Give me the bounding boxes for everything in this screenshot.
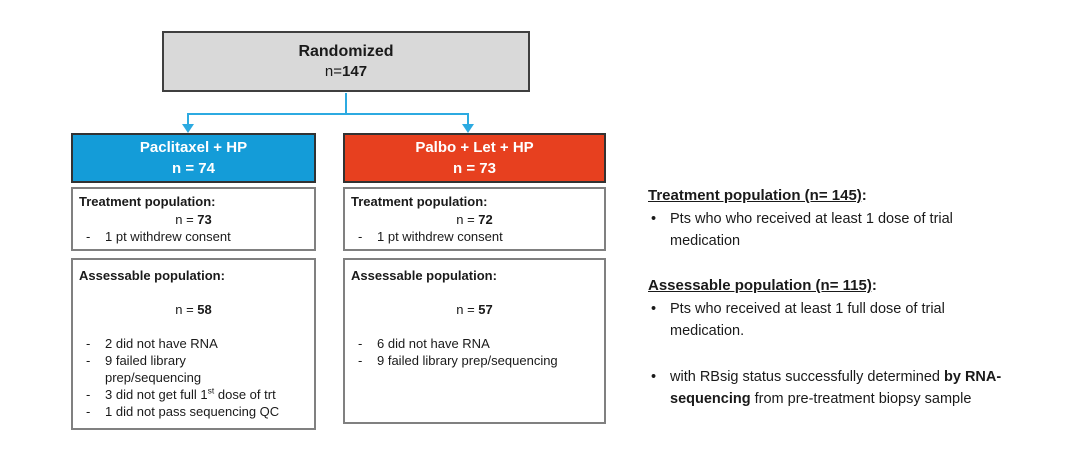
n-prefix: n = xyxy=(175,212,198,227)
treatment-items: - 1 pt withdrew consent xyxy=(351,228,598,245)
randomized-box: Randomized n=147 xyxy=(162,31,530,92)
bullet-marker: • xyxy=(651,369,657,385)
note-bullet: • with RBsig status successfully determi… xyxy=(648,366,1054,410)
list-item-text: 1 pt withdrew consent xyxy=(377,229,503,244)
note-bullet-text: Pts who who received at least 1 dose of … xyxy=(670,211,953,249)
heading-underlined-text: Assessable population (n= 115) xyxy=(648,277,872,294)
list-item: - 9 failed library prep/sequencing xyxy=(351,352,598,369)
note-text-pre: with RBsig status successfully determine… xyxy=(670,369,944,385)
dash-marker: - xyxy=(86,336,91,351)
n-value: 58 xyxy=(197,302,212,317)
item-text-post: dose of trt xyxy=(214,387,276,402)
arm-header-palbo: Palbo + Let + HP n = 73 xyxy=(343,133,606,183)
dash-marker: - xyxy=(358,336,363,351)
treatment-heading: Treatment population: xyxy=(79,194,216,209)
assessable-heading: Assessable population: xyxy=(351,268,497,283)
n-value: 72 xyxy=(478,212,493,227)
assessable-n: n = 58 xyxy=(79,301,308,318)
definitions-panel: Treatment population (n= 145): • Pts who… xyxy=(648,186,1054,410)
dash-marker: - xyxy=(86,229,91,244)
assessable-items: - 6 did not have RNA - 9 failed library … xyxy=(351,335,598,369)
list-item-text: 9 failed library prep/sequencing xyxy=(105,353,202,385)
list-item-text: 3 did not get full 1st dose of trt xyxy=(105,386,308,403)
heading-underlined-text: Treatment population (n= 145) xyxy=(648,187,862,204)
n-value: 57 xyxy=(478,302,493,317)
n-prefix: n = xyxy=(456,302,479,317)
assessable-n: n = 57 xyxy=(351,301,598,318)
connector-vertical-right xyxy=(467,113,469,126)
heading-colon: : xyxy=(871,277,877,294)
note-bullet: • Pts who received at least 1 full dose … xyxy=(648,298,1054,342)
connector-vertical-left xyxy=(187,113,189,126)
dash-marker: - xyxy=(86,353,91,368)
n-value: 73 xyxy=(197,212,212,227)
dash-marker: - xyxy=(86,387,91,402)
note-heading-assessable: Assessable population (n= 115): xyxy=(648,276,1054,296)
bullet-marker: • xyxy=(651,301,657,317)
treatment-heading: Treatment population: xyxy=(351,194,488,209)
note-bullet-text: with RBsig status successfully determine… xyxy=(670,366,1008,410)
connector-vertical-main xyxy=(345,93,347,113)
list-item: - 1 pt withdrew consent xyxy=(351,228,598,245)
heading-colon: : xyxy=(861,187,867,204)
bullet-marker: • xyxy=(651,211,657,227)
arm-title: Palbo + Let + HP xyxy=(415,139,534,156)
list-item: - 1 did not pass sequencing QC xyxy=(79,403,308,420)
note-bullet-text: Pts who received at least 1 full dose of… xyxy=(670,301,945,339)
dash-marker: - xyxy=(86,404,91,419)
n-prefix: n = xyxy=(175,302,198,317)
list-item: - 3 did not get full 1st dose of trt xyxy=(79,386,308,403)
dash-marker: - xyxy=(358,353,363,368)
note-heading-treatment: Treatment population (n= 145): xyxy=(648,186,1054,206)
note-text-post: from pre-treatment biopsy sample xyxy=(750,391,972,407)
randomized-n-value: 147 xyxy=(342,63,368,80)
note-bullet: • Pts who who received at least 1 dose o… xyxy=(648,208,1054,252)
list-item-text: 2 did not have RNA xyxy=(105,336,218,351)
randomized-title: Randomized xyxy=(298,43,394,60)
assessable-heading: Assessable population: xyxy=(79,268,225,283)
arm-n: n = 73 xyxy=(453,160,496,177)
arrow-down-right-icon xyxy=(462,124,474,133)
assessable-items: - 2 did not have RNA - 9 failed library … xyxy=(79,335,308,420)
list-item-text: 6 did not have RNA xyxy=(377,336,490,351)
item-text-pre: 3 did not get full 1 xyxy=(105,387,208,402)
assessable-box-left: Assessable population: n = 58 - 2 did no… xyxy=(71,258,316,430)
treatment-n: n = 73 xyxy=(79,211,308,228)
dash-marker: - xyxy=(358,229,363,244)
assessable-box-right: Assessable population: n = 57 - 6 did no… xyxy=(343,258,606,424)
treatment-items: - 1 pt withdrew consent xyxy=(79,228,308,245)
arm-n: n = 74 xyxy=(172,160,215,177)
list-item: - 2 did not have RNA xyxy=(79,335,308,352)
note-text-bold: by RNA-sequencing xyxy=(670,369,1002,407)
treatment-box-right: Treatment population: n = 72 - 1 pt with… xyxy=(343,187,606,251)
arm-header-paclitaxel: Paclitaxel + HP n = 74 xyxy=(71,133,316,183)
list-item-text: 1 pt withdrew consent xyxy=(105,229,231,244)
list-item-text: 9 failed library prep/sequencing xyxy=(377,353,558,368)
arm-title: Paclitaxel + HP xyxy=(139,139,248,156)
arrow-down-left-icon xyxy=(182,124,194,133)
randomized-n-prefix: n= xyxy=(324,63,343,80)
n-prefix: n = xyxy=(456,212,479,227)
randomized-n: n=147 xyxy=(325,62,367,81)
list-item: - 6 did not have RNA xyxy=(351,335,598,352)
ordinal-superscript: st xyxy=(207,385,215,396)
list-item: - 1 pt withdrew consent xyxy=(79,228,308,245)
list-item-text: 1 did not pass sequencing QC xyxy=(105,404,280,419)
list-item: - 9 failed library prep/sequencing xyxy=(79,352,308,386)
treatment-n: n = 72 xyxy=(351,211,598,228)
connector-horizontal-split xyxy=(187,113,469,115)
treatment-box-left: Treatment population: n = 73 - 1 pt with… xyxy=(71,187,316,251)
